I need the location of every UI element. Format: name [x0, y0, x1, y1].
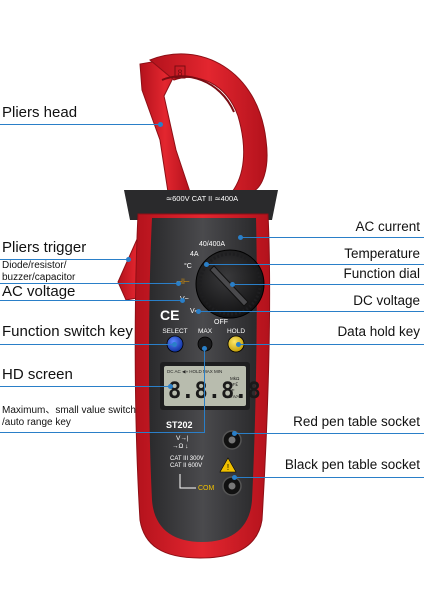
leader-ac-voltage	[0, 300, 182, 301]
clamp-marker: 8	[177, 68, 182, 78]
leader-dot-hd-screen	[168, 384, 173, 389]
lcd-digits: 8.8.8.8	[168, 379, 261, 404]
leader-dot-function-switch	[172, 342, 177, 347]
label-hd-screen: HD screen	[2, 366, 73, 383]
label-max-min-switch: Maximum、small value switch /auto range k…	[2, 405, 136, 428]
select-key-label: SELECT	[162, 328, 187, 335]
leader-ac-current	[240, 237, 424, 238]
red-pen-socket-hole	[228, 436, 236, 444]
label-ac-current: AC current	[355, 219, 420, 234]
model-label: ST202	[166, 420, 193, 430]
warning-icon	[219, 457, 237, 473]
clamp-marker-box	[174, 65, 186, 79]
leader-dot-black-socket	[232, 475, 237, 480]
leader-dot-ac-voltage	[180, 298, 185, 303]
max-key-label: MAX	[198, 328, 213, 335]
leader-temperature	[206, 264, 424, 265]
com-label: COM	[198, 485, 215, 492]
dial-label-temp: °C	[184, 262, 192, 270]
leader-diode	[0, 283, 178, 284]
label-function-dial: Function dial	[343, 266, 420, 281]
label-red-pen-socket: Red pen table socket	[293, 414, 420, 429]
black-pen-socket-hole	[228, 482, 236, 490]
leader-pliers-head	[0, 124, 160, 125]
leader-dc-voltage	[198, 311, 424, 312]
clamp-jaw-seam	[161, 75, 235, 113]
label-data-hold-key: Data hold key	[337, 324, 420, 339]
rating-text: ≃600V CAT II ≃400A	[166, 194, 238, 203]
dial-label-range: 40/400A	[199, 241, 225, 248]
ce-mark: CE	[160, 307, 179, 323]
label-pliers-head: Pliers head	[2, 104, 78, 121]
leader-dot-max-min	[202, 346, 207, 351]
label-black-pen-socket: Black pen table socket	[284, 457, 420, 472]
leader-function-dial	[232, 284, 424, 285]
leader-red-socket	[234, 433, 424, 434]
socket-symbols: V→|→Ω ↓	[172, 435, 189, 450]
leader-dot-pliers-head	[158, 122, 163, 127]
leader-max-min-vertical	[204, 348, 205, 432]
lcd-screen	[164, 366, 246, 406]
function-dial-knob	[209, 265, 249, 307]
leader-dot-red-socket	[232, 431, 237, 436]
leader-dot-diode	[176, 281, 181, 286]
leader-dot-ac-current	[238, 235, 243, 240]
leader-hd-screen	[0, 386, 170, 387]
leader-dot-temperature	[204, 262, 209, 267]
leader-pliers-trigger	[0, 259, 128, 260]
leader-dot-function-dial	[230, 282, 235, 287]
label-temperature: Temperature	[344, 246, 420, 261]
label-function-switch-key: Function switch key	[2, 323, 133, 340]
label-pliers-trigger: Pliers trigger	[2, 239, 87, 256]
leader-data-hold	[238, 344, 424, 345]
dial-label-diode: ⊣⊢	[176, 277, 190, 286]
label-diode-resistor: Diode/resistor/ buzzer/capacitor	[2, 260, 76, 283]
hold-key-label: HOLD	[227, 328, 245, 335]
dial-label-off: OFF	[214, 319, 228, 326]
leader-function-switch	[0, 344, 174, 345]
warning-icon-mark: !	[227, 463, 229, 472]
max-button[interactable]	[197, 336, 213, 352]
label-dc-voltage: DC voltage	[353, 293, 420, 308]
leader-dot-dc-voltage	[196, 309, 201, 314]
socket-bracket	[179, 474, 196, 489]
leader-dot-pliers-trigger	[126, 257, 131, 262]
label-ac-voltage: AC voltage	[2, 283, 76, 300]
lcd-top-row: DC AC ◀» HOLD MAX MIN	[167, 369, 222, 374]
dial-label-4a: 4A	[190, 251, 199, 258]
head-band	[124, 190, 278, 220]
leader-dot-data-hold	[236, 342, 241, 347]
leader-black-socket	[234, 477, 424, 478]
leader-max-min	[0, 432, 205, 433]
dial-label-vdc: V⎓	[190, 308, 201, 315]
